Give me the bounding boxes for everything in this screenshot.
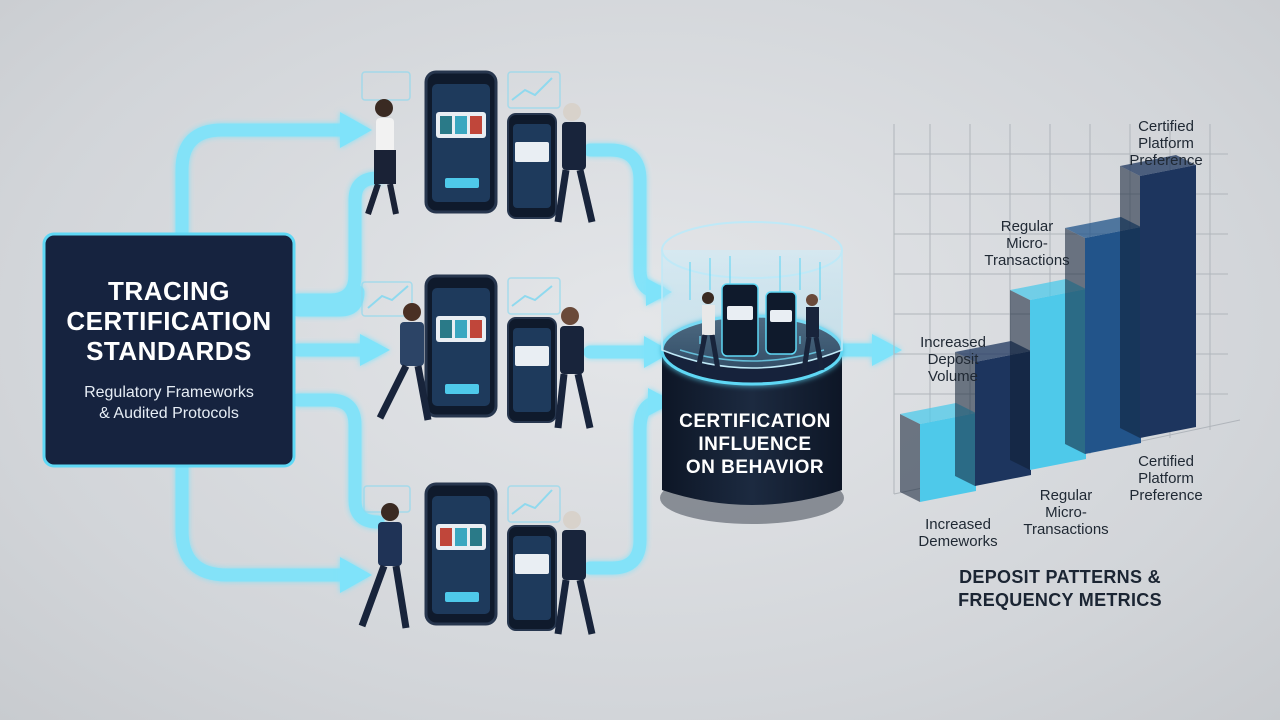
source-title: TRACING CERTIFICATION STANDARDS	[44, 276, 294, 366]
bar-label-line: Regular	[1000, 218, 1054, 235]
person-icon	[554, 103, 596, 223]
source-subtitle-line: & Audited Protocols	[99, 405, 239, 422]
bar-label-line: Preference	[1129, 152, 1203, 169]
arrow-source-middle-outer	[291, 285, 365, 317]
bar-label-platform-preference: Certified Platform Preference	[1118, 118, 1214, 169]
axis-label-line: Demeworks	[918, 533, 998, 550]
bar-label-line: Deposit	[927, 351, 979, 368]
chart-bar	[1120, 155, 1196, 438]
person-icon	[801, 294, 825, 371]
right-arrow-icon	[872, 334, 902, 366]
hologram-panel	[507, 485, 561, 523]
person-icon	[376, 303, 432, 421]
bar-label-deposit-volume: Increased Deposit Volume	[905, 334, 1001, 385]
bar-front-face	[1140, 165, 1196, 438]
right-arrow-icon	[648, 388, 674, 416]
bar-label-line: Certified	[1138, 118, 1194, 135]
axis-label-micro-transactions: Regular Micro- Transactions	[1014, 487, 1118, 538]
bar-label-line: Increased	[920, 334, 986, 351]
hub-title-line: INFLUENCE	[698, 434, 812, 455]
trend-chart-icon	[511, 285, 553, 307]
right-arrow-icon	[340, 112, 372, 148]
person-icon	[358, 503, 410, 629]
axis-label-line: Regular	[1039, 487, 1093, 504]
hologram-panel	[507, 277, 561, 315]
bar-side-face	[1120, 166, 1140, 438]
axis-label-line: Preference	[1129, 487, 1203, 504]
trend-chart-icon	[511, 77, 553, 101]
chart-title-text: DEPOSIT PATTERNS & FREQUENCY METRICS	[958, 567, 1162, 610]
axis-label-demeworks: Increased Demeworks	[906, 516, 1010, 550]
axis-label-line: Increased	[925, 516, 991, 533]
bar-side-face	[955, 352, 975, 486]
chart-bars	[900, 155, 1196, 502]
person-icon	[554, 511, 596, 635]
arrow-source-top-inner	[291, 171, 385, 307]
bar-label-micro-transactions: Regular Micro- Transactions	[975, 218, 1079, 269]
axis-label-line: Certified	[1138, 453, 1194, 470]
right-arrow-icon	[646, 278, 672, 306]
bar-top-face	[1120, 155, 1196, 176]
arrow-source-bottom	[175, 459, 357, 582]
hub-title: CERTIFICATION INFLUENCE ON BEHAVIOR	[660, 410, 850, 479]
bar-side-face	[1065, 228, 1085, 454]
bar-label-line: Transactions	[984, 252, 1070, 269]
hologram-panel	[361, 281, 413, 317]
bar-label-line: Volume	[927, 368, 979, 385]
bar-label-line: Platform	[1138, 135, 1194, 152]
source-subtitle: Regulatory Frameworks & Audited Protocol…	[44, 382, 294, 424]
user-cluster-bottom	[358, 482, 596, 635]
person-icon	[554, 307, 594, 429]
arrow-source-top-outer	[175, 123, 357, 243]
bar-side-face	[900, 414, 920, 502]
chart-title: DEPOSIT PATTERNS & FREQUENCY METRICS	[930, 566, 1190, 612]
source-title-line: CERTIFICATION	[66, 306, 272, 336]
arrow-top-to-hub	[583, 143, 667, 299]
trend-chart-icon	[511, 489, 553, 515]
user-cluster-top	[361, 70, 596, 223]
axis-label-line: Platform	[1138, 470, 1194, 487]
bar-side-face	[1010, 290, 1030, 470]
user-cluster-middle	[361, 274, 594, 429]
source-subtitle-line: Regulatory Frameworks	[84, 384, 254, 401]
axis-label-line: Micro-	[1045, 504, 1087, 521]
trend-chart-icon	[367, 285, 409, 309]
right-arrow-icon	[340, 557, 372, 593]
bar-label-line: Micro-	[1006, 235, 1048, 252]
right-arrow-icon	[360, 334, 390, 366]
source-title-line: STANDARDS	[86, 336, 252, 366]
arrow-heads	[340, 112, 902, 593]
axis-label-platform-preference: Certified Platform Preference	[1118, 453, 1214, 504]
axis-label-line: Transactions	[1023, 521, 1109, 538]
hub-title-line: ON BEHAVIOR	[685, 457, 825, 478]
arrow-bottom-to-hub	[583, 395, 667, 575]
hub-cylinder	[660, 221, 844, 524]
right-arrow-icon	[644, 336, 672, 368]
source-card	[42, 232, 296, 468]
person-icon	[695, 292, 721, 371]
person-icon	[365, 99, 399, 215]
hologram-panel	[507, 71, 561, 109]
smartphone-icon	[765, 291, 797, 355]
arrow-source-middle-lower	[291, 393, 385, 529]
source-title-line: TRACING	[108, 276, 230, 306]
hub-title-line: CERTIFICATION	[679, 411, 831, 432]
hologram-panel	[361, 71, 411, 101]
